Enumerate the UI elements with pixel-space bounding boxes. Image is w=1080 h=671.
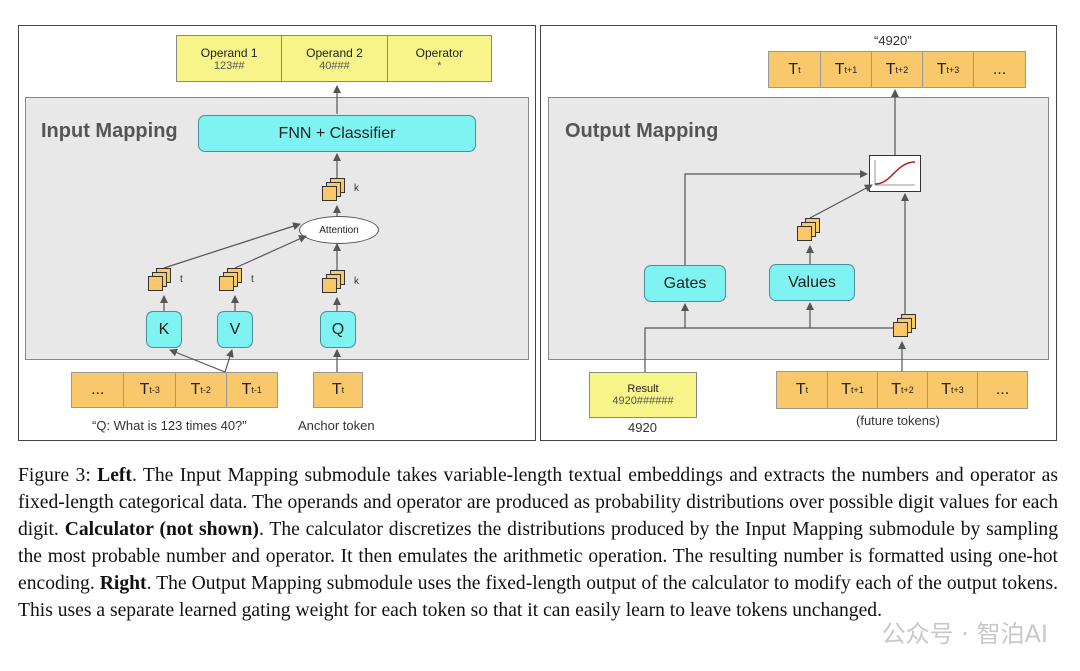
result-label: Result <box>627 383 659 395</box>
caption-calc-bold: Calculator (not shown) <box>64 519 259 540</box>
operand-output-box: Operand 1 123## Operand 2 40### Operator… <box>176 35 492 82</box>
q-projection-box: Q <box>320 311 356 348</box>
operator-value: * <box>437 59 442 72</box>
future-token-t+2-text: T <box>891 381 901 398</box>
output-token-t+2-sub: t+2 <box>895 64 909 75</box>
sigmoid-curve-icon <box>874 160 916 186</box>
future-embedding-stack-icon <box>893 314 919 340</box>
operand1-label: Operand 1 <box>200 45 258 60</box>
anchor-token-label: Anchor token <box>298 418 375 433</box>
gating-sigmoid-box <box>869 155 921 192</box>
operand2-label: Operand 2 <box>306 45 363 60</box>
future-token-t+2-sub: t+2 <box>901 385 914 395</box>
output-token-t-text: T <box>788 60 799 78</box>
operand1-cell: Operand 1 123## <box>177 36 281 81</box>
result-number-label: 4920 <box>628 420 657 435</box>
future-token-ellipsis: ... <box>977 372 1027 408</box>
future-token-t-sub: t <box>805 385 809 395</box>
figure-caption: Figure 3: Left. The Input Mapping submod… <box>18 462 1058 624</box>
input-token-t-3-sub: t-3 <box>149 385 160 395</box>
output-mapping-title: Output Mapping <box>565 120 719 142</box>
caption-text3: . The Output Mapping submodule uses the … <box>18 573 1058 621</box>
input-token-t-1-sub: t-1 <box>251 385 262 395</box>
input-token-ellipsis: ... <box>72 373 123 407</box>
input-token-t-2-sub: t-2 <box>200 385 211 395</box>
gates-box: Gates <box>644 265 726 302</box>
watermark: 公众号 · 智泊AI <box>881 620 1048 648</box>
attention-label: Attention <box>319 224 359 236</box>
k-dim-label: t <box>180 274 183 285</box>
anchor-token-sub: t <box>341 385 345 395</box>
caption-figure-num: Figure 3: <box>18 465 98 486</box>
output-token-t-sub: t <box>798 64 801 75</box>
fnn-classifier-box: FNN + Classifier <box>198 115 476 152</box>
k-projection-box: K <box>146 311 182 348</box>
output-token-t+3-sub: t+3 <box>946 64 960 75</box>
caption-text1: . The Input Mapping submodule takes vari… <box>18 465 1058 540</box>
input-token-t-2-text: T <box>190 381 201 398</box>
values-box: Values <box>769 264 855 301</box>
output-token-t+1-sub: t+1 <box>844 64 858 75</box>
output-token-t+2-text: T <box>885 60 896 78</box>
attention-output-dim-label: k <box>354 183 359 194</box>
output-token-t+3-text: T <box>936 60 947 78</box>
input-token-ellipsis-text: ... <box>91 381 105 398</box>
caption-text2: . The calculator discretizes the distrib… <box>18 519 1058 594</box>
v-dim-label: t <box>251 274 254 285</box>
input-token-t-3-text: T <box>139 381 150 398</box>
future-token-t+1-sub: t+1 <box>851 385 864 395</box>
q-dim-label: k <box>354 276 359 287</box>
operand2-cell: Operand 2 40### <box>281 36 386 81</box>
output-quote-label: “4920” <box>874 33 912 48</box>
future-token-t-text: T <box>795 381 806 398</box>
anchor-token-text: T <box>331 381 342 398</box>
future-token-t+3-text: T <box>941 381 951 398</box>
output-token-t+1-text: T <box>834 60 845 78</box>
future-tokens-label: (future tokens) <box>856 413 940 428</box>
output-token-ellipsis-text: ... <box>992 60 1007 78</box>
v-projection-box: V <box>217 311 253 348</box>
question-label: “Q: What is 123 times 40?” <box>92 418 247 433</box>
caption-right-bold: Right <box>99 573 147 594</box>
k-embedding-stack-icon <box>148 268 174 294</box>
future-token-ellipsis-text: ... <box>995 381 1010 398</box>
attention-node: Attention <box>299 216 379 244</box>
v-embedding-stack-icon <box>219 268 245 294</box>
operator-label: Operator <box>415 45 463 60</box>
input-mapping-title: Input Mapping <box>41 120 178 142</box>
operand2-value: 40### <box>319 59 350 72</box>
operator-cell: Operator * <box>386 36 491 81</box>
output-token-ellipsis: ... <box>973 52 1025 87</box>
operand1-value: 123## <box>213 59 245 72</box>
values-stack-icon <box>797 218 823 244</box>
attention-output-stack-icon <box>322 178 348 204</box>
future-token-t+1-text: T <box>841 381 851 398</box>
input-token-t-1-text: T <box>241 381 252 398</box>
result-value: 4920###### <box>612 395 674 407</box>
caption-left-bold: Left <box>97 465 132 486</box>
q-embedding-stack-icon <box>322 270 348 296</box>
future-token-t+3-sub: t+3 <box>951 385 964 395</box>
result-box: Result 4920###### <box>589 372 697 418</box>
